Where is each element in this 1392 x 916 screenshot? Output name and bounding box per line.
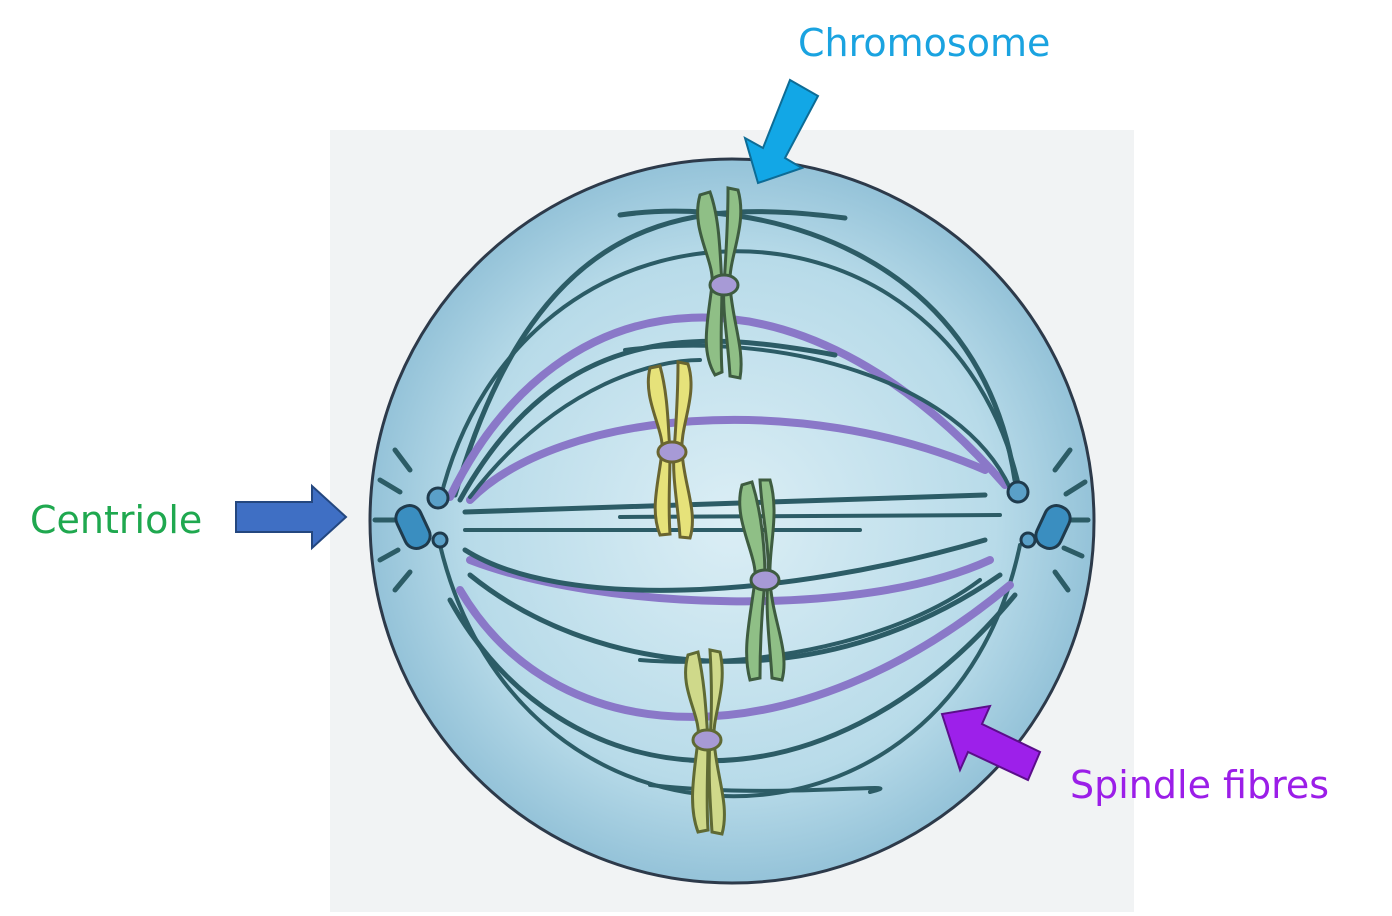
centriole-arrow-icon (235, 483, 348, 551)
left-centriole (394, 486, 450, 550)
chromosome-arrow-icon (743, 78, 820, 185)
chromosome-yellow-upper (646, 360, 694, 540)
chromosome-yellow-lower (684, 648, 726, 836)
spindle-arrow-icon (940, 704, 1042, 782)
right-centriole (1006, 480, 1072, 550)
centriole-label: Centriole (30, 498, 203, 542)
chromosome-green-lower (738, 478, 786, 682)
spindle-fibres (438, 208, 1022, 799)
spindle-fibres-label: Spindle fibres (1070, 763, 1330, 807)
cell-membrane (368, 157, 1096, 885)
chromosome-label: Chromosome (798, 21, 1051, 65)
chromosome-green-top (696, 186, 743, 380)
aster-rays (372, 447, 1091, 593)
